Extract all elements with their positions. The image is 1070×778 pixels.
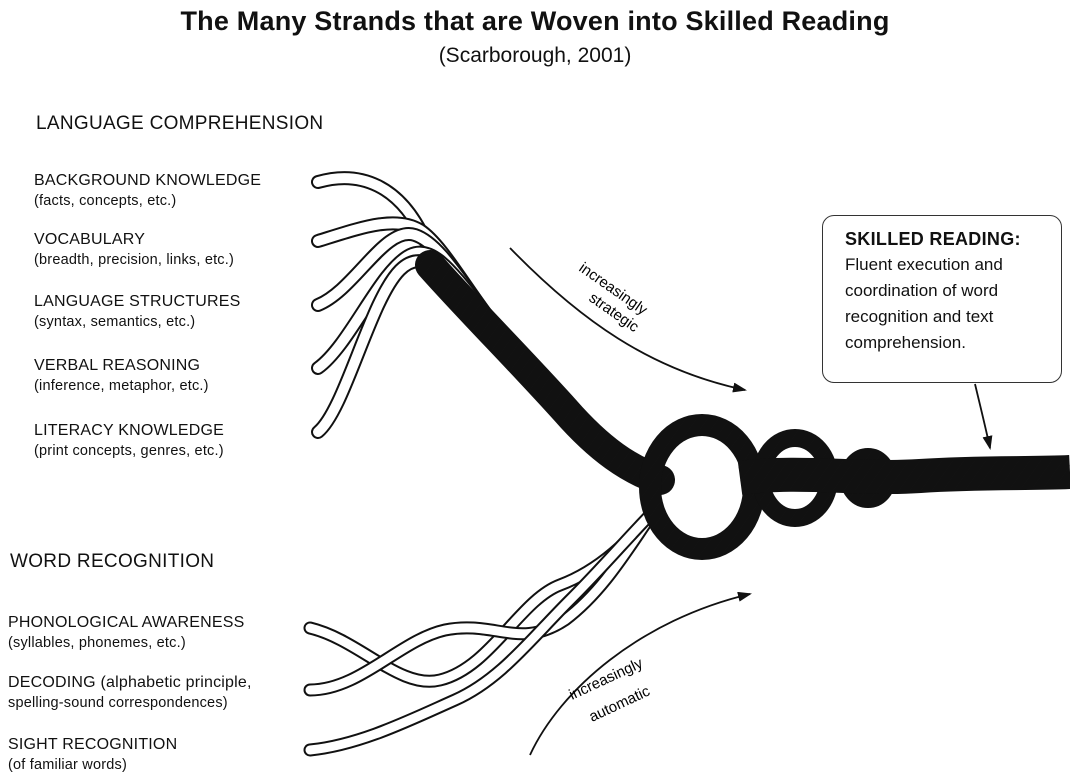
skilled-reading-line: Fluent execution and bbox=[845, 252, 1061, 278]
language-comprehension-strands bbox=[318, 178, 660, 480]
strand-phonological-awareness bbox=[310, 510, 655, 681]
skilled-reading-rope bbox=[650, 425, 1070, 549]
skilled-reading-line: comprehension. bbox=[845, 330, 1061, 356]
skilled-reading-line: coordination of word bbox=[845, 278, 1061, 304]
skilled-reading-callout-arrow bbox=[975, 384, 990, 448]
increasingly-strategic-label: increasingly strategic bbox=[576, 259, 651, 336]
skilled-reading-callout: SKILLED READING: Fluent execution and co… bbox=[822, 215, 1062, 383]
rope-main-body bbox=[740, 472, 1070, 478]
skilled-reading-line: recognition and text bbox=[845, 304, 1061, 330]
skilled-reading-heading: SKILLED READING: bbox=[845, 226, 1061, 252]
increasingly-automatic-label: increasingly automatic bbox=[567, 655, 654, 726]
